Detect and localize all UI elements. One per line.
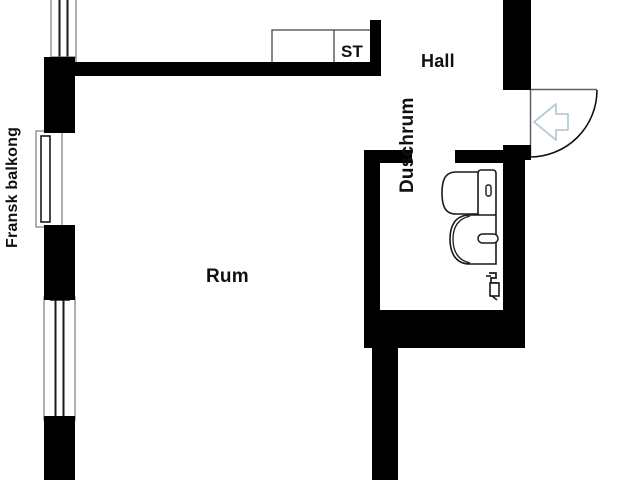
window-bottom-left bbox=[43, 296, 76, 421]
wall-left-upper bbox=[44, 57, 75, 133]
wall-st-partition bbox=[370, 20, 381, 76]
wall-duschrum-left bbox=[364, 150, 380, 340]
bathroom-fixtures bbox=[441, 169, 500, 301]
walls bbox=[44, 0, 531, 480]
room-label-duschrum: Duschrum bbox=[397, 97, 418, 193]
wall-duschrum-right bbox=[503, 150, 525, 348]
wall-lower-right-vertical bbox=[372, 340, 398, 480]
wall-right-upper bbox=[503, 0, 531, 90]
entrance-door bbox=[529, 88, 598, 158]
french-balcony-door bbox=[35, 130, 63, 228]
wall-top-horizontal bbox=[74, 62, 381, 76]
wall-left-lower bbox=[44, 416, 75, 480]
toilet-fixture bbox=[441, 169, 497, 217]
wall-duschrum-top-right bbox=[455, 150, 507, 163]
washbasin-fixture bbox=[449, 214, 499, 265]
annotation-fransk-balkong: Fransk balkong bbox=[4, 126, 21, 248]
room-label-rum: Rum bbox=[206, 266, 249, 287]
shower-mixer-fixture bbox=[486, 272, 500, 301]
room-label-hall: Hall bbox=[421, 51, 455, 71]
window-top-left bbox=[50, 0, 77, 63]
wall-left-middle bbox=[44, 225, 75, 300]
door-direction-arrow bbox=[533, 103, 569, 141]
room-label-st: ST bbox=[341, 42, 364, 61]
